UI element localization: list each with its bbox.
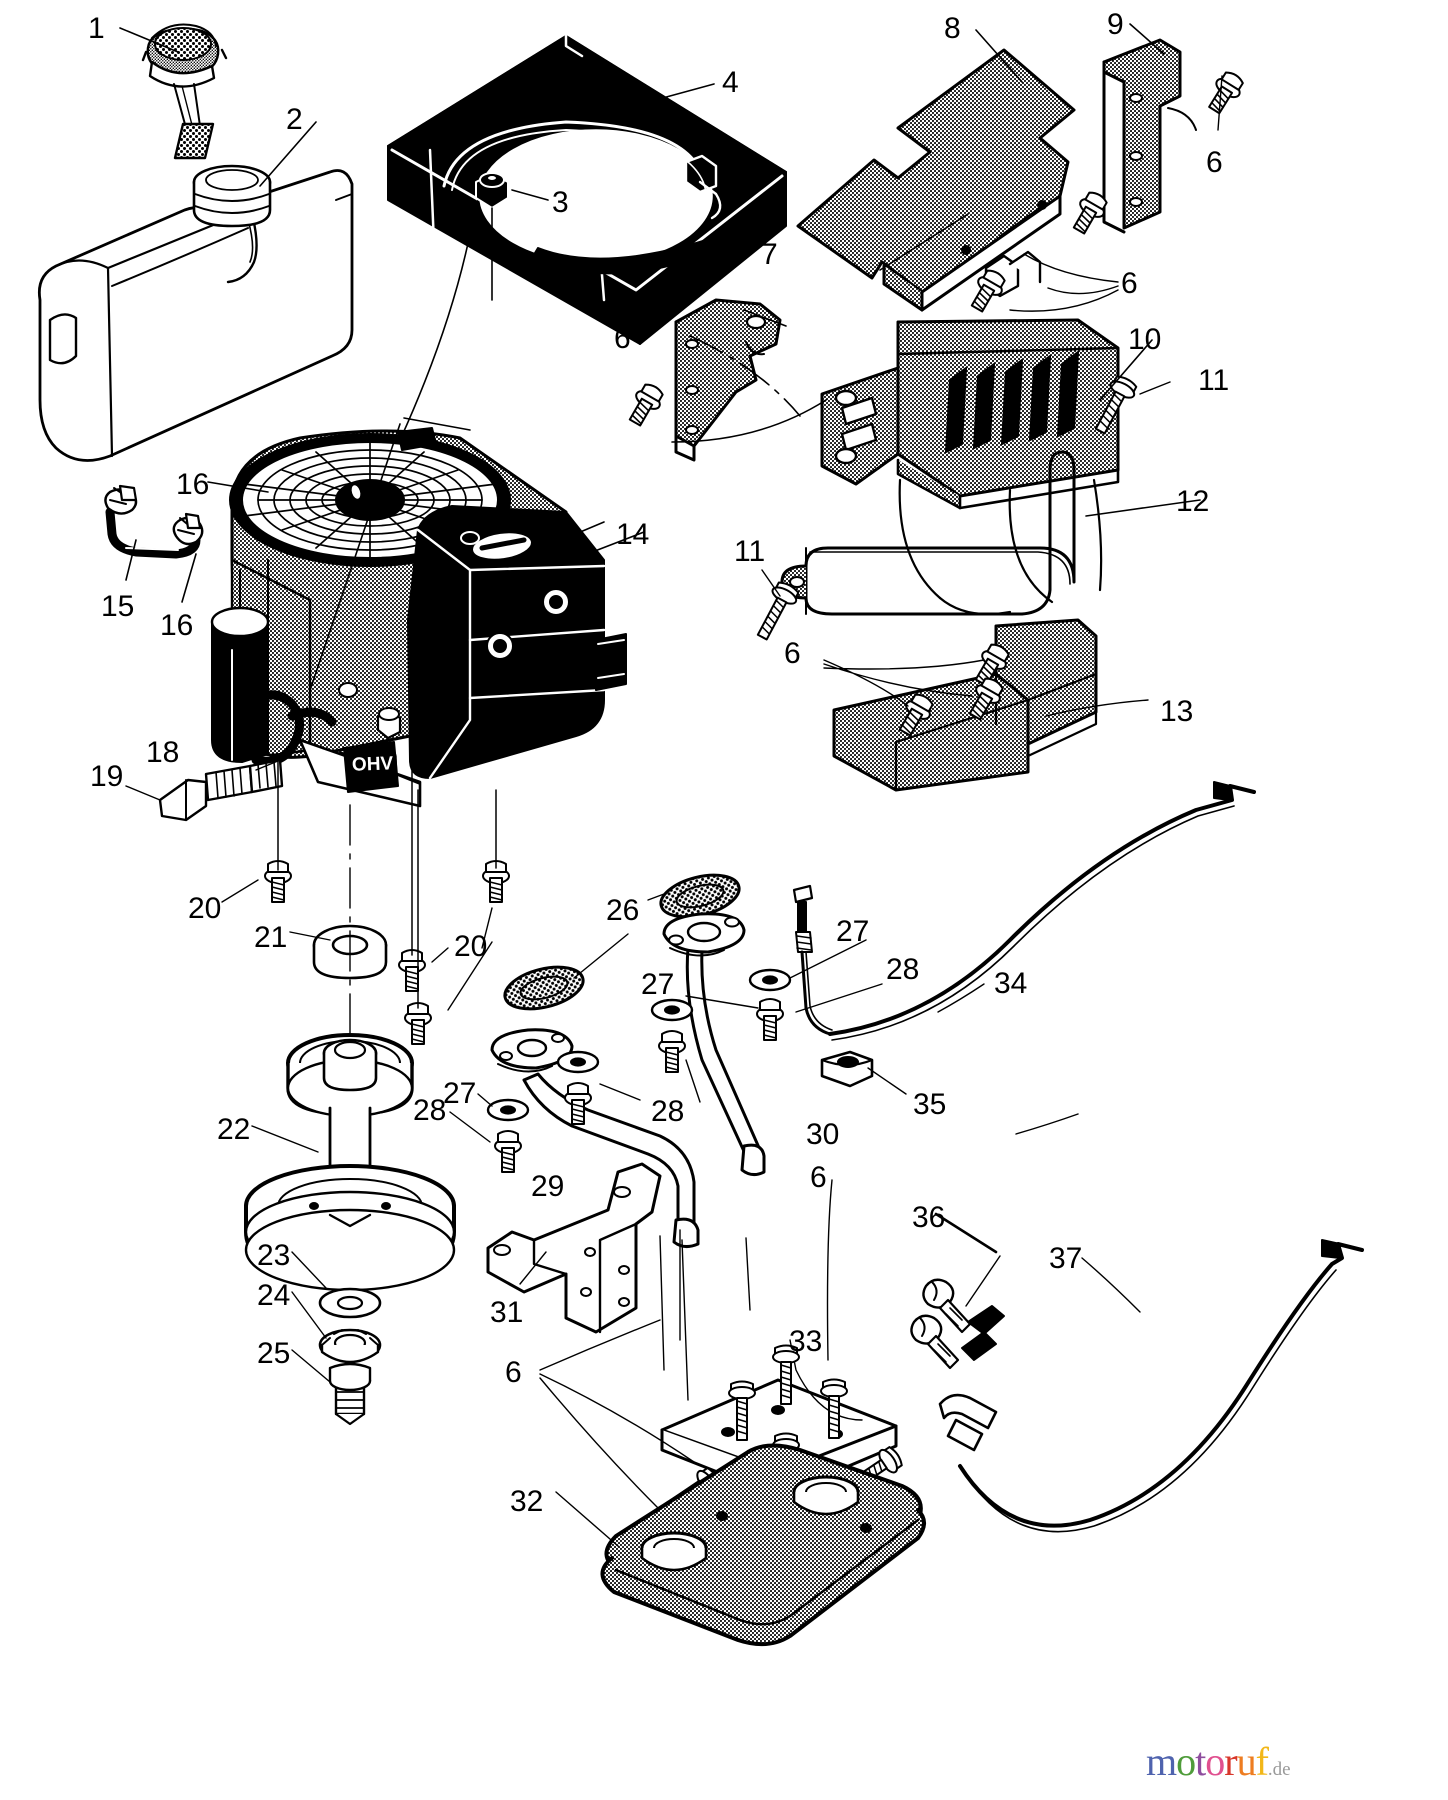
callout-number-8: 8 [944,12,961,45]
callout-number-32: 32 [510,1485,544,1518]
callout-number-6e: 6 [810,1161,827,1194]
callout-number-6f: 6 [505,1356,522,1389]
callout-number-6d: 6 [784,637,801,670]
watermark-letter: u [1236,1739,1257,1784]
callout-number-18: 18 [146,736,180,769]
callout-number-11a: 11 [1198,364,1230,397]
callout-number-6b: 6 [1121,267,1138,300]
callout-number-20a: 20 [188,892,222,925]
watermark-suffix: .de [1267,1759,1291,1780]
watermark-letter: t [1195,1739,1206,1784]
callout-number-2: 2 [286,103,303,136]
callout-number-22: 22 [217,1113,251,1146]
callout-number-31: 31 [490,1296,524,1329]
callout-number-20b: 20 [454,930,488,963]
callout-number-27a: 27 [836,915,870,948]
callout-number-6c: 6 [614,322,631,355]
callout-number-19: 19 [90,760,124,793]
callout-number-35: 35 [913,1088,947,1121]
callout-number-28c: 28 [413,1094,447,1127]
callout-number-25: 25 [257,1337,291,1370]
callout-number-13: 13 [1160,695,1194,728]
motoruf-watermark: motoruf.de [1146,1742,1291,1782]
callout-number-27b: 27 [641,968,675,1001]
callout-number-28a: 28 [886,953,920,986]
callout-number-21: 21 [254,921,288,954]
callout-number-29: 29 [531,1170,565,1203]
callout-number-12: 12 [1176,485,1210,518]
watermark-letter: f [1255,1739,1269,1784]
callout-number-27c: 27 [443,1077,477,1110]
callout-number-23: 23 [257,1239,291,1272]
callout-number-37: 37 [1049,1242,1083,1275]
watermark-letter: o [1205,1739,1225,1784]
callout-number-9: 9 [1107,8,1124,41]
callout-number-3: 3 [552,186,569,219]
callout-number-16a: 16 [176,468,210,501]
callout-number-30: 30 [806,1118,840,1151]
callout-number-6a: 6 [1206,146,1223,179]
callout-number-28b: 28 [651,1095,685,1128]
callout-number-11b: 11 [734,535,766,568]
callout-number-36: 36 [912,1201,946,1234]
callout-number-34: 34 [994,967,1028,1000]
callout-number-10: 10 [1128,323,1162,356]
watermark-letter: r [1224,1739,1237,1784]
ohv-engine-label: OHV [347,751,398,780]
callout-number-1: 1 [88,12,105,45]
callout-number-14: 14 [616,518,650,551]
callout-number-16b: 16 [160,609,194,642]
callout-number-7: 7 [761,238,778,271]
callout-number-26a: 26 [606,894,640,927]
callout-number-33: 33 [789,1325,823,1358]
callout-number-24: 24 [257,1279,291,1312]
watermark-letter: o [1176,1739,1196,1784]
callout-number-4: 4 [722,66,739,99]
callout-number-15: 15 [101,590,135,623]
watermark-letter: m [1146,1739,1177,1784]
